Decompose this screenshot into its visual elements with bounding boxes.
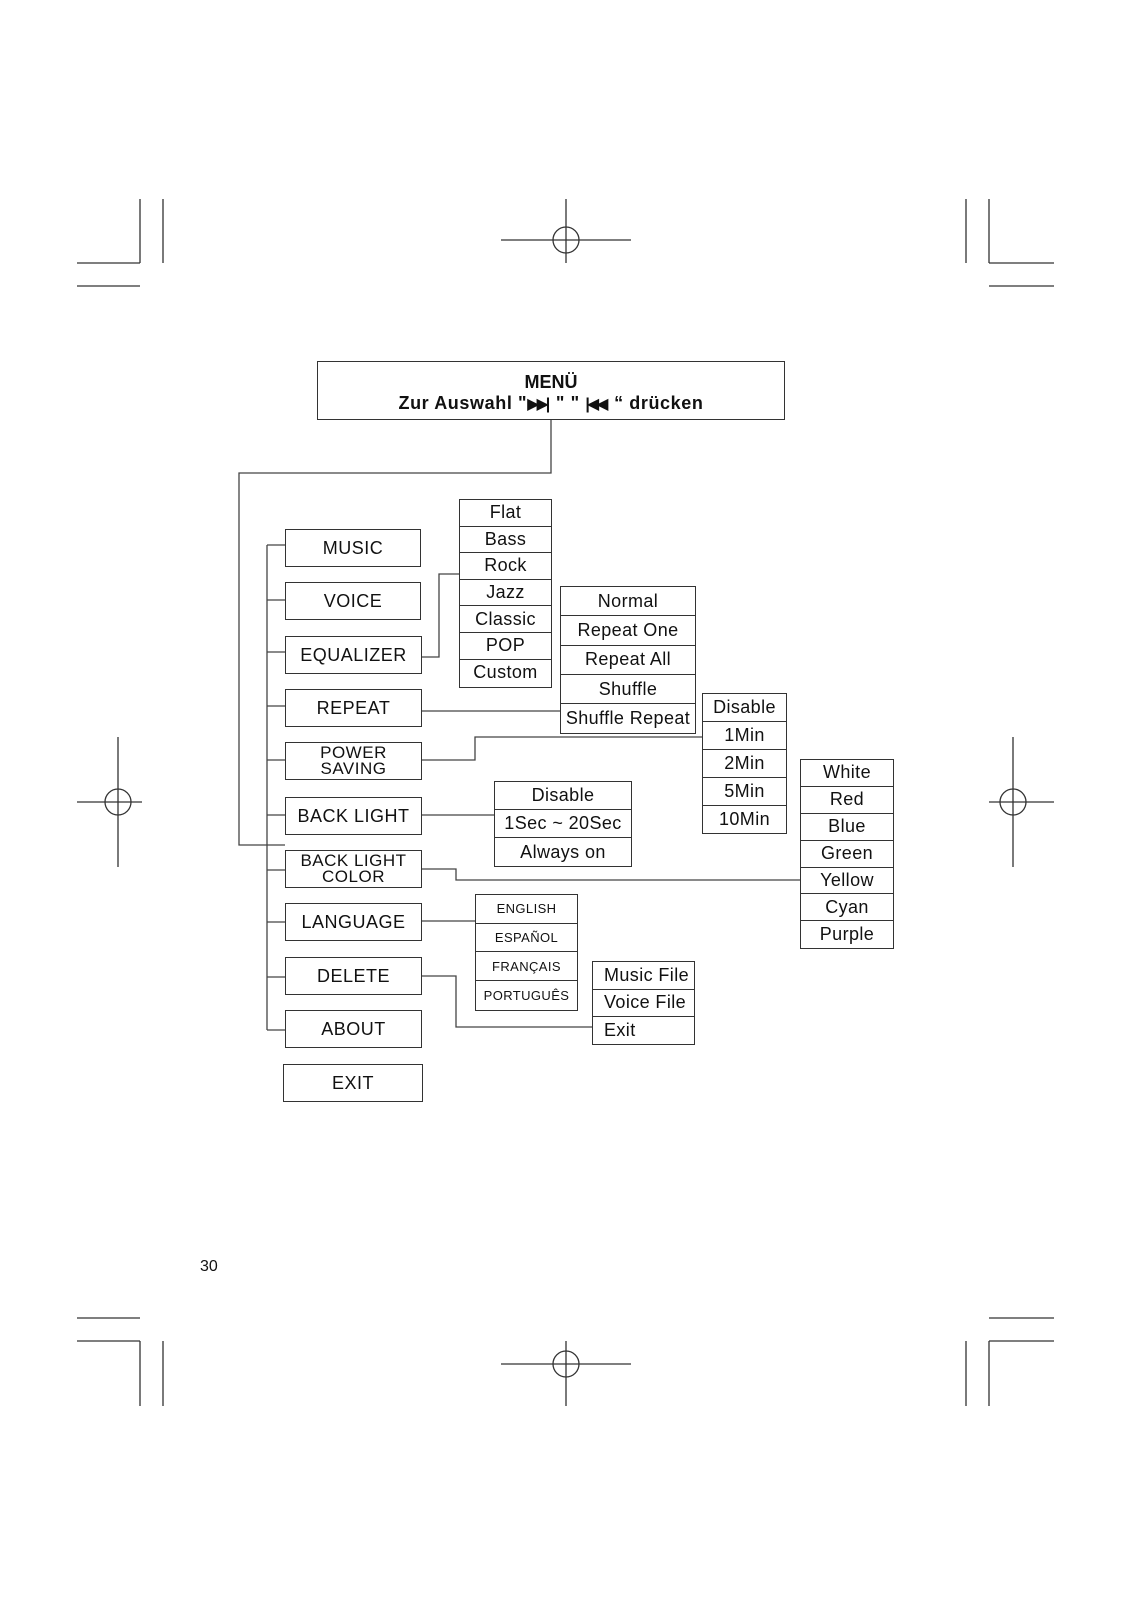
- equalizer-option: Flat: [460, 500, 551, 527]
- power-saving-line-1: POWER: [320, 743, 387, 762]
- back-light-color-line-2: COLOR: [322, 867, 385, 886]
- language-options: ENGLISH ESPAÑOL FRANÇAIS PORTUGUÊS: [475, 894, 578, 1011]
- instruction-prefix: Zur Auswahl ": [398, 393, 528, 413]
- menu-item-voice: VOICE: [285, 582, 421, 620]
- power-saving-options: Disable 1Min 2Min 5Min 10Min: [702, 693, 787, 834]
- language-option: ESPAÑOL: [476, 924, 577, 953]
- registration-mark-bottom: [501, 1341, 631, 1406]
- repeat-option: Repeat All: [561, 646, 695, 675]
- power-saving-option: 1Min: [703, 722, 786, 750]
- next-track-icon: ▶▶|: [527, 396, 550, 413]
- instruction-middle: " ": [555, 393, 580, 413]
- menu-item-power-saving: POWER SAVING: [285, 742, 422, 780]
- menu-item-music: MUSIC: [285, 529, 421, 567]
- color-option: White: [801, 760, 893, 787]
- language-option: PORTUGUÊS: [483, 987, 570, 1003]
- equalizer-option: Rock: [460, 553, 551, 580]
- back-light-options: Disable 1Sec ~ 20Sec Always on: [494, 781, 632, 867]
- menu-title-box: MENÜ Zur Auswahl "▶▶| " " |◀◀ “ drücken: [317, 361, 785, 420]
- color-option: Red: [801, 787, 893, 814]
- equalizer-options: Flat Bass Rock Jazz Classic POP Custom: [459, 499, 552, 688]
- language-option: ENGLISH: [476, 895, 577, 924]
- equalizer-option: Custom: [473, 662, 538, 683]
- menu-item-equalizer: EQUALIZER: [285, 636, 422, 674]
- equalizer-option: Classic: [460, 606, 551, 633]
- equalizer-option: POP: [460, 633, 551, 660]
- registration-mark-left: [77, 737, 142, 867]
- color-option: Cyan: [801, 894, 893, 922]
- repeat-option: Shuffle: [561, 675, 695, 705]
- power-saving-option: 2Min: [703, 750, 786, 778]
- previous-track-icon: |◀◀: [585, 396, 608, 413]
- delete-options: Music File Voice File Exit: [592, 961, 695, 1045]
- color-option: Green: [801, 841, 893, 868]
- power-saving-option: 10Min: [718, 809, 771, 829]
- registration-mark-right: [989, 737, 1054, 867]
- power-saving-option: Disable: [703, 694, 786, 722]
- delete-option: Music File: [593, 962, 694, 990]
- connector-lines: [238, 420, 800, 1031]
- menu-item-back-light-color: BACK LIGHT COLOR: [285, 850, 422, 888]
- instruction-suffix: “ drücken: [614, 393, 704, 413]
- repeat-options: Normal Repeat One Repeat All Shuffle Shu…: [560, 586, 696, 734]
- repeat-option: Normal: [561, 587, 695, 617]
- menu-item-back-light: BACK LIGHT: [285, 797, 422, 835]
- repeat-option: Shuffle Repeat: [565, 708, 691, 729]
- equalizer-option: Jazz: [460, 580, 551, 607]
- back-light-option: 1Sec ~ 20Sec: [495, 810, 631, 839]
- delete-option: Exit: [604, 1020, 636, 1041]
- menu-title: MENÜ: [524, 372, 578, 392]
- repeat-option: Repeat One: [561, 616, 695, 646]
- back-light-color-line-1: BACK LIGHT: [300, 851, 407, 870]
- back-light-option: Always on: [520, 841, 606, 862]
- color-option: Blue: [801, 814, 893, 841]
- menu-instruction: Zur Auswahl "▶▶| " " |◀◀ “ drücken: [318, 393, 784, 415]
- page-number: 30: [200, 1258, 218, 1275]
- power-saving-line-2: SAVING: [320, 759, 387, 778]
- equalizer-option: Bass: [460, 527, 551, 554]
- menu-item-about: ABOUT: [285, 1010, 422, 1048]
- menu-item-language: LANGUAGE: [285, 903, 422, 941]
- menu-item-repeat: REPEAT: [285, 689, 422, 727]
- color-option: Yellow: [801, 868, 893, 895]
- menu-item-exit: EXIT: [283, 1064, 423, 1102]
- registration-mark-top: [501, 199, 631, 263]
- delete-option: Voice File: [593, 990, 694, 1017]
- back-light-option: Disable: [495, 782, 631, 811]
- language-option: FRANÇAIS: [476, 952, 577, 982]
- power-saving-option: 5Min: [703, 778, 786, 806]
- color-option: Purple: [819, 924, 875, 945]
- color-options: White Red Blue Green Yellow Cyan Purple: [800, 759, 894, 949]
- menu-item-delete: DELETE: [285, 957, 422, 995]
